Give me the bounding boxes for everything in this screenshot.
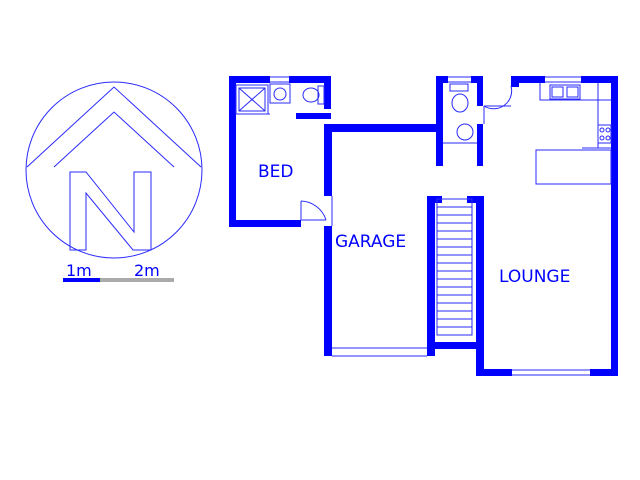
- scale-label-2m: 2m: [134, 261, 160, 280]
- room-label-lounge: LOUNGE: [499, 267, 570, 287]
- compass-circle: [25, 81, 203, 259]
- door-swing-icon: [300, 200, 327, 221]
- wc-toilet-icon: [449, 83, 469, 113]
- north-compass: N: [25, 81, 203, 259]
- north-arrow-icon: [26, 86, 202, 168]
- room-label-bed: BED: [258, 162, 294, 182]
- scale-bar: 1m 2m: [63, 261, 174, 282]
- sink-icon: [549, 84, 581, 100]
- fixtures: [235, 76, 612, 376]
- north-letter-icon: [69, 171, 152, 251]
- kitchen-counter: [535, 83, 612, 185]
- walls: [229, 76, 618, 376]
- scale-segment-2: [100, 278, 174, 282]
- stairs-icon: [436, 198, 473, 336]
- scale-segment-1: [63, 278, 100, 282]
- basin-icon: [269, 83, 291, 104]
- shower-icon: [235, 84, 269, 115]
- room-label-garage: GARAGE: [335, 232, 406, 252]
- wc-basin-icon: [443, 123, 477, 144]
- scale-label-1m: 1m: [66, 261, 92, 280]
- toilet-icon: [302, 85, 325, 105]
- stove-icon: [597, 124, 612, 144]
